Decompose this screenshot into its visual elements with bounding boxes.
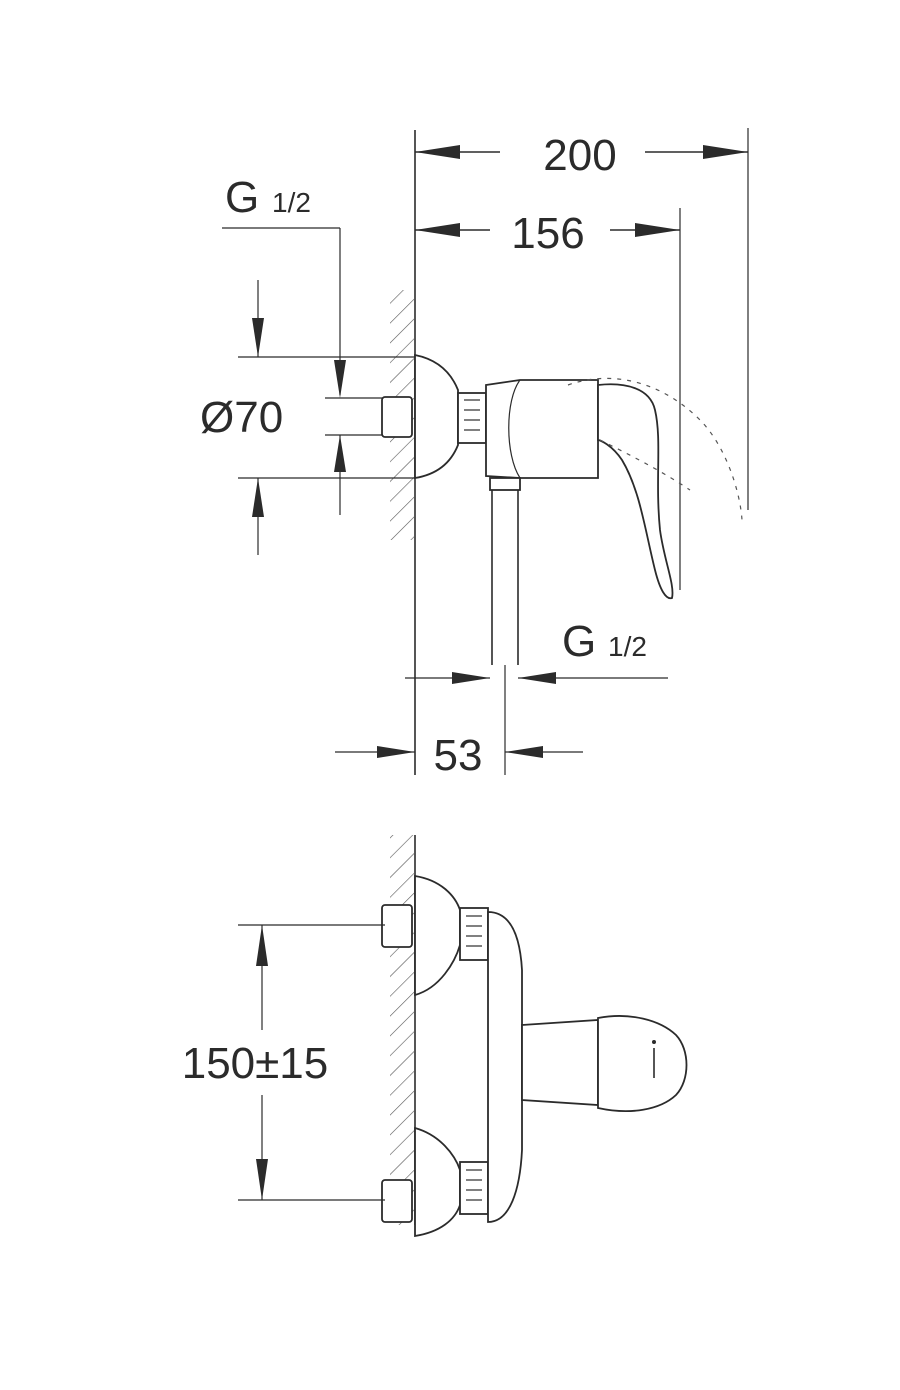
front-handle [521,1015,688,1113]
lower-connection [381,1126,489,1238]
inlet-nut [381,396,413,438]
dim-diameter: Ø70 [200,280,415,555]
dim-wall-offset-label: 53 [434,731,483,780]
dim-200: 200 [415,128,749,510]
wall-front [390,835,416,1225]
top-view: 200 156 G 1/2 [200,128,749,780]
escutcheon [414,353,459,480]
dim-body-label: 156 [511,209,584,258]
dim-53: 53 [335,665,583,780]
svg-text:G: G [562,617,596,666]
mixer-body [485,379,599,479]
front-view: 150±15 [182,835,688,1238]
outlet-nut [489,477,521,491]
svg-text:G: G [225,173,259,222]
upper-connection [381,874,489,997]
svg-text:1/2: 1/2 [608,631,647,662]
mixer-side-view [381,353,743,665]
dim-diameter-label: Ø70 [200,393,283,442]
thread-outlet-label: G 1/2 [405,617,668,684]
dim-overall-label: 200 [543,131,616,180]
dim-156: 156 [415,208,681,590]
lever-handle [597,383,674,600]
dim-centers-label: 150±15 [182,1039,329,1088]
thread-inlet-label: G 1/2 [222,173,346,515]
svg-text:1/2: 1/2 [272,187,311,218]
front-body [487,911,523,1223]
dim-150: 150±15 [182,924,385,1201]
